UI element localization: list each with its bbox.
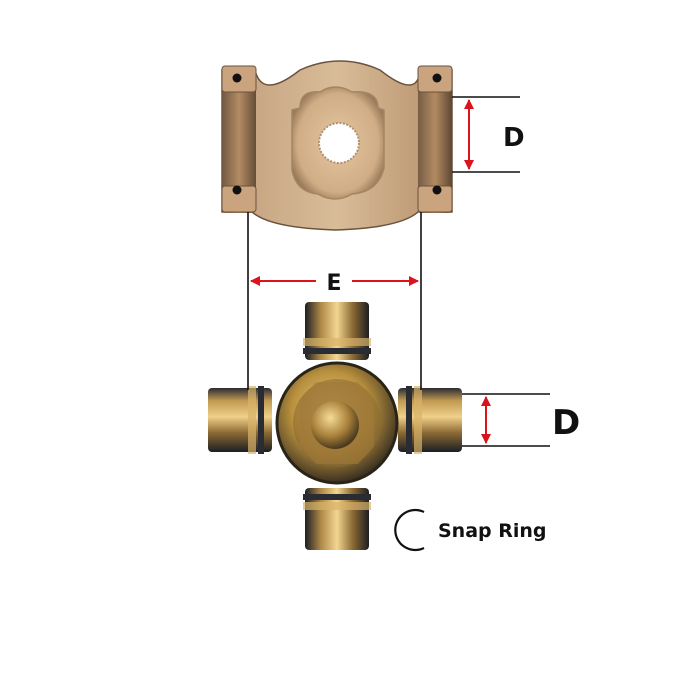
bolt-hole — [232, 73, 242, 83]
snap-ring-legend: Snap Ring — [394, 508, 547, 552]
cap-dimension-d: D — [462, 393, 580, 447]
bearing-cap-top — [303, 302, 371, 360]
snap-ring-label: Snap Ring — [438, 520, 547, 542]
bolt-hole — [432, 73, 442, 83]
yoke — [221, 60, 453, 231]
yoke-right-ear — [418, 68, 452, 213]
bearing-cap-right — [398, 386, 462, 454]
bolt-hole — [432, 185, 442, 195]
bolt-hole — [232, 185, 242, 195]
yoke-dimension-label: D — [503, 123, 525, 153]
bearing-cap-bottom — [303, 488, 371, 550]
snap-ring-icon — [394, 508, 425, 552]
span-dimension-e: E — [247, 212, 422, 390]
yoke-dimension-d: D — [452, 96, 525, 173]
span-dimension-label: E — [326, 271, 341, 296]
grease-dome — [311, 401, 359, 449]
yoke-left-ear — [222, 68, 256, 213]
spline-bore — [318, 122, 360, 164]
bearing-cap-left — [208, 386, 272, 454]
u-joint-cross — [208, 302, 462, 550]
cap-dimension-label: D — [552, 403, 580, 443]
